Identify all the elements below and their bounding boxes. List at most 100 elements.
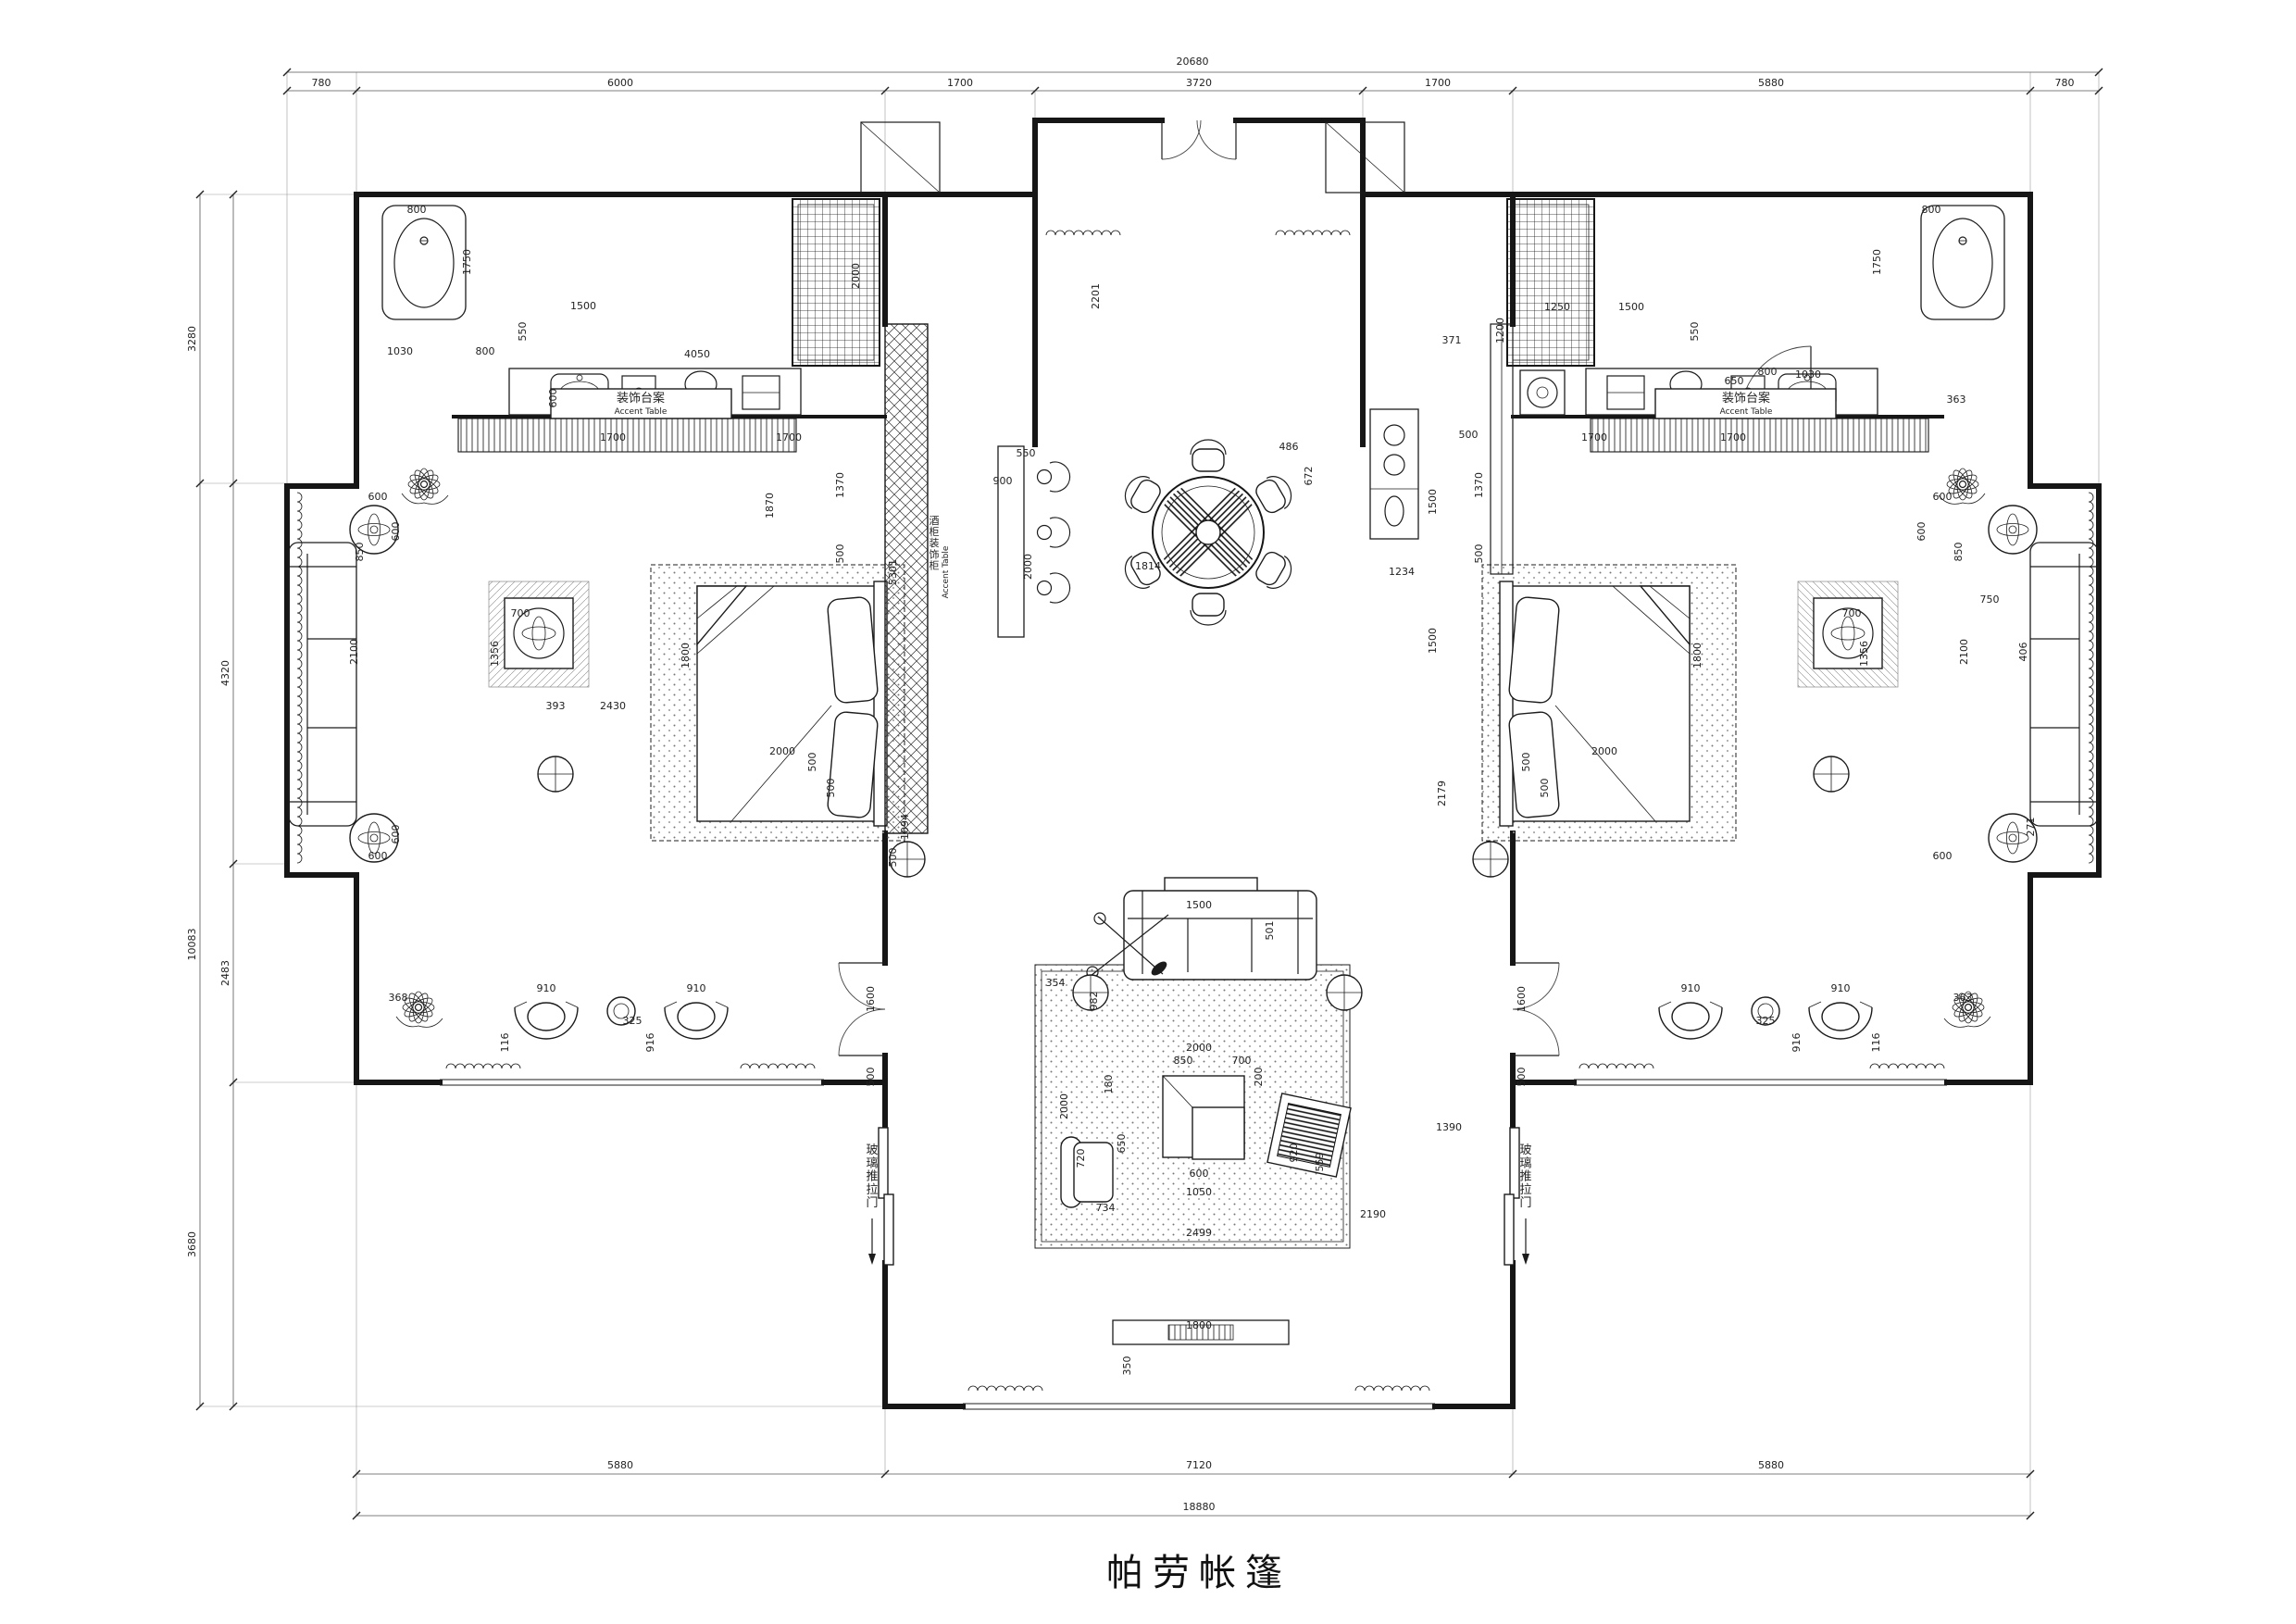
sliding-door-right (1504, 1127, 1529, 1266)
dimension-label: 1030 (387, 345, 413, 357)
dimension-label: 5880 (1758, 1459, 1784, 1471)
dimension-label: 371 (1442, 334, 1462, 346)
dimension-label: 2201 (1090, 283, 1102, 309)
dimension-label: 550 (1017, 447, 1036, 459)
dimension-label: 1800 (1691, 643, 1703, 668)
dimension-label: 500 (825, 779, 837, 798)
dining-area (997, 439, 1298, 638)
dining-chair (1190, 439, 1227, 472)
console-label-en: Accent Table (1720, 407, 1773, 417)
dimension-label: 600 (390, 825, 402, 844)
stool (1036, 572, 1071, 604)
dimension-label: 1356 (1858, 641, 1870, 667)
dimension-label: 734 (1096, 1202, 1116, 1214)
dimension-label: 600 (1933, 491, 1953, 503)
dimension-label: 1094 (899, 814, 911, 840)
dimension-label: 500 (887, 848, 899, 868)
shower-left (792, 198, 880, 367)
dimension-label: 850 (1174, 1055, 1193, 1067)
dimension-label: 500 (834, 544, 846, 564)
dimension-label: 750 (1980, 593, 2000, 606)
bed-right (1481, 564, 1737, 842)
dimension-label: 2000 (1186, 1042, 1212, 1054)
dimension-label: 2100 (348, 639, 360, 665)
dimension-label: 600 (1915, 522, 1928, 542)
dimension-label: 916 (1791, 1033, 1803, 1053)
dimension-label: 5880 (1758, 77, 1784, 89)
dimension-label: 800 (476, 345, 495, 357)
dimension-label: 2430 (600, 700, 626, 712)
cabinet-label-en: Accent Table (942, 545, 951, 598)
dimension-label: 800 (1758, 366, 1778, 378)
dimension-label: 4050 (684, 348, 710, 360)
dimension-label: 363 (1953, 992, 1973, 1004)
dimension-label: 10083 (186, 929, 198, 961)
dimension-label: 116 (499, 1033, 511, 1053)
washer-right (1519, 369, 1566, 416)
dimension-label: 910 (1681, 982, 1701, 994)
stove (1267, 1093, 1352, 1178)
dimension-label: 271 (2025, 818, 2037, 837)
dimension-label: 393 (546, 700, 566, 712)
dimension-label: 600 (368, 491, 388, 503)
plant-left-bath (401, 467, 449, 505)
dimension-label: 600 (368, 850, 388, 862)
bathtub-left (381, 205, 467, 320)
lounge-chair (1060, 1136, 1114, 1208)
entry-planter (860, 121, 941, 194)
dimension-label: 1050 (1186, 1186, 1212, 1198)
dining-chair (1190, 593, 1227, 626)
dimension-label: 1234 (1389, 566, 1415, 578)
dimension-label: 910 (1831, 982, 1851, 994)
lamp-table-right (1813, 756, 1850, 793)
dimension-label: 1390 (1436, 1121, 1462, 1133)
console-label-en: Accent Table (615, 407, 668, 417)
dimension-label: 982 (1088, 992, 1100, 1011)
dimension-label: 1700 (1425, 77, 1451, 89)
dimension-label: 325 (623, 1015, 643, 1027)
dimension-label: 650 (1725, 375, 1744, 387)
dimension-label: 501 (1264, 921, 1276, 941)
sliding-door-label: 玻璃推拉门 (1519, 1143, 1531, 1210)
dimension-label: 325 (1756, 1015, 1776, 1027)
dimension-label: 1700 (1581, 431, 1607, 443)
stool (1036, 461, 1071, 493)
dimension-label: 2000 (1058, 1093, 1070, 1119)
dining-table (1152, 476, 1265, 589)
dimension-label: 500 (1473, 544, 1485, 564)
dimension-label: 550 (1689, 322, 1701, 342)
closet-right (1490, 323, 1514, 575)
dimension-label: 1500 (1427, 489, 1439, 515)
dimension-label: 500 (806, 753, 818, 772)
shower-right (1506, 198, 1595, 367)
dimension-label: 5301 (887, 559, 899, 585)
dimension-label: 3720 (1186, 77, 1212, 89)
dimension-label: 1750 (1871, 249, 1883, 275)
dimension-label: 850 (354, 543, 366, 562)
dimension-label: 1800 (680, 643, 692, 668)
dimension-label: 1600 (1516, 986, 1528, 1012)
dimension-label: 1600 (865, 986, 877, 1012)
dimension-label: 2483 (219, 960, 231, 986)
chair-set-left (515, 997, 728, 1039)
windows (440, 1079, 1947, 1410)
dimension-label: 1750 (461, 249, 473, 275)
dimension-label: 600 (390, 522, 402, 542)
dimension-label: 500 (865, 1068, 877, 1087)
dimension-label: 1500 (1618, 301, 1644, 313)
dimension-label: 910 (537, 982, 556, 994)
dimension-label: 800 (407, 204, 427, 216)
dimension-label: 5880 (607, 1459, 633, 1471)
bathtub-right (1920, 205, 2005, 320)
dimension-label: 780 (312, 77, 331, 89)
console-label-cn: 装饰台案 (1722, 392, 1770, 406)
bed-left (650, 564, 905, 842)
lamp-table-left (537, 756, 574, 793)
right-suite (1369, 198, 2098, 1039)
living-room (1034, 877, 1363, 1345)
dimension-label: 1356 (489, 641, 501, 667)
stool (1036, 517, 1071, 548)
cabinet-column-left (884, 323, 929, 834)
